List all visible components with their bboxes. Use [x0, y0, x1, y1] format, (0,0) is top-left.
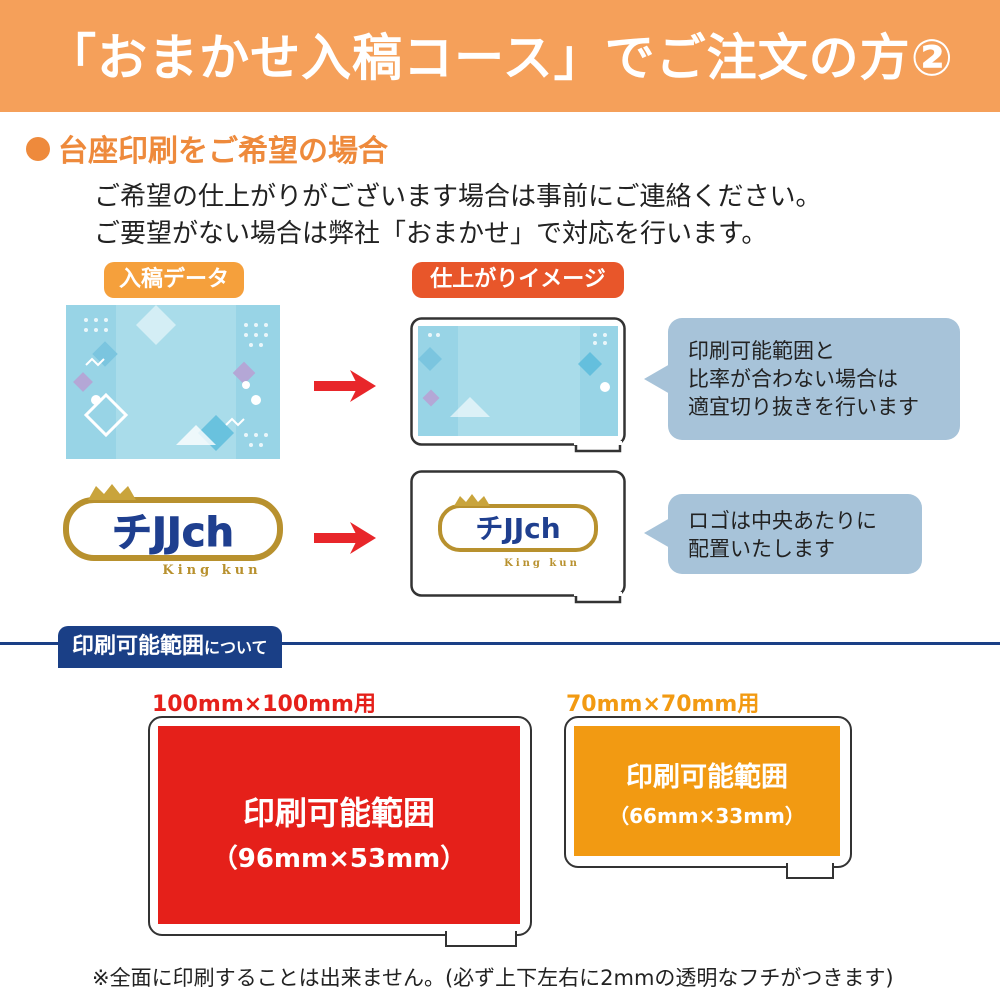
print-area-heading-sub: について — [204, 638, 268, 657]
large-frame-foot — [445, 931, 517, 947]
result-frame-logo: チJJch King kun — [410, 470, 626, 606]
small-print-area-dims: （66mm×33mm） — [609, 804, 805, 828]
logo-sub-text-small: King kun — [504, 558, 580, 569]
input-data-label: 入稿データ — [104, 262, 244, 298]
large-print-area — [158, 726, 520, 924]
callout-logo-line-1: ロゴは中央あたりに — [688, 509, 877, 533]
logo-main-text-small: チJJch — [475, 512, 560, 545]
print-area-heading-main: 印刷可能範囲 — [72, 634, 205, 659]
description-line-2: ご要望がない場合は弊社「おまかせ」で対応を行います。 — [94, 219, 768, 249]
callout-logo-line-2: 配置いたします — [688, 537, 835, 561]
header-bar — [0, 0, 1000, 112]
result-frame-pattern — [410, 317, 626, 453]
section-title: 台座印刷をご希望の場合 — [58, 134, 388, 169]
large-print-area-label: 印刷可能範囲 — [242, 794, 435, 832]
logo-sub-text: King kun — [162, 563, 261, 578]
print-area-divider — [0, 642, 1000, 645]
input-pattern-image — [66, 305, 280, 459]
description-line-1: ご希望の仕上がりがございます場合は事前にご連絡ください。 — [94, 182, 822, 212]
arrow-right-icon — [310, 518, 380, 558]
large-size-label: 100mm×100mm用 — [152, 692, 376, 717]
bullet-dot-icon — [26, 137, 50, 161]
large-print-area-dims: （96mm×53mm） — [211, 844, 467, 874]
callout-logo: ロゴは中央あたりに 配置いたします — [640, 494, 922, 574]
footnote: ※全面に印刷することは出来ません。(必ず上下左右に2mmの透明なフチがつきます) — [92, 966, 894, 990]
callout-ratio: 印刷可能範囲と 比率が合わない場合は 適宜切り抜きを行います — [640, 318, 960, 440]
logo-main-text: チJJch — [112, 510, 234, 556]
page-title: 「おまかせ入稿コース」でご注文の方② — [46, 29, 954, 87]
small-size-label: 70mm×70mm用 — [566, 692, 760, 717]
callout-ratio-line-1: 印刷可能範囲と — [688, 339, 835, 363]
print-area-heading: 印刷可能範囲について — [58, 626, 282, 668]
callout-ratio-line-2: 比率が合わない場合は — [688, 367, 898, 391]
small-print-area-label: 印刷可能範囲 — [626, 762, 788, 793]
small-print-area — [574, 726, 840, 856]
callout-ratio-line-3: 適宜切り抜きを行います — [688, 395, 919, 419]
arrow-right-icon — [310, 366, 380, 406]
result-image-label: 仕上がりイメージ — [412, 262, 624, 298]
small-frame-foot — [786, 863, 834, 879]
input-logo-image: チJJch King kun — [62, 480, 284, 580]
